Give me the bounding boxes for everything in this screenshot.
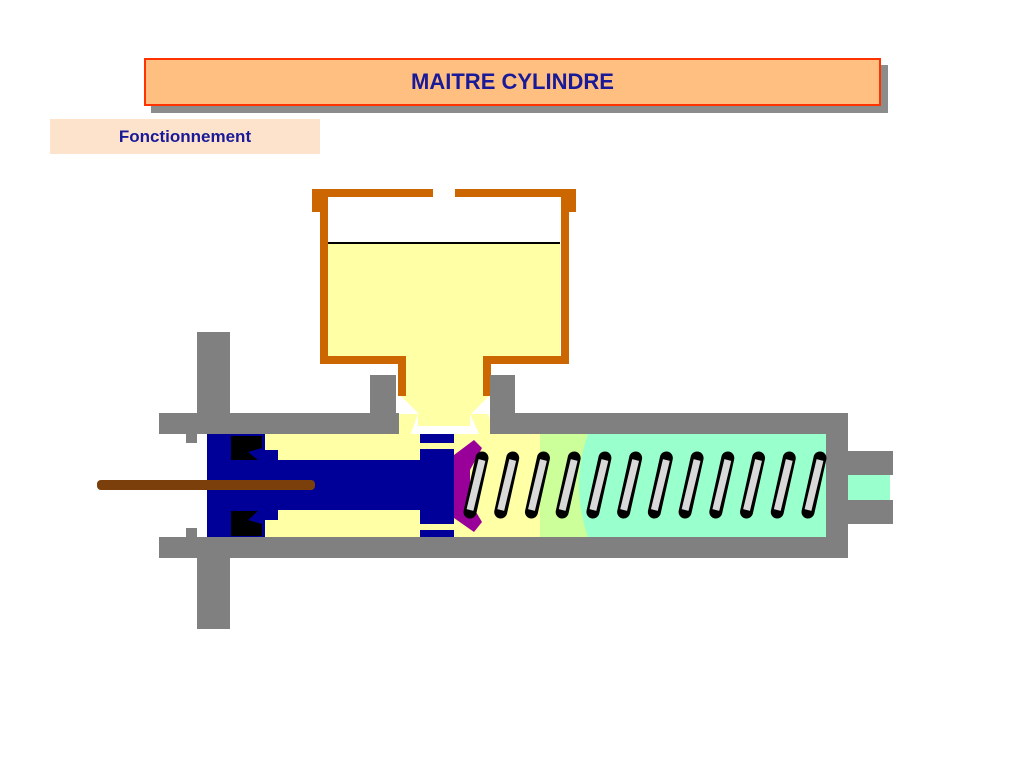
flange-step-lower bbox=[186, 528, 197, 541]
spring-coil bbox=[494, 451, 520, 519]
outlet-fitting-top bbox=[826, 451, 893, 475]
page-title: MAITRE CYLINDRE bbox=[411, 69, 614, 94]
spring-coil bbox=[524, 451, 550, 519]
page-subtitle: Fonctionnement bbox=[118, 126, 252, 146]
spring-coil bbox=[586, 451, 612, 519]
secondary-seal-top bbox=[231, 436, 262, 460]
spring-coil bbox=[801, 451, 827, 519]
spring-coil bbox=[555, 451, 581, 519]
secondary-seal-bottom bbox=[231, 511, 262, 536]
mounting-flange-lower bbox=[197, 537, 230, 629]
reservoir-boss-right bbox=[490, 375, 515, 415]
spring-coil bbox=[770, 451, 796, 519]
outlet-fitting-bottom bbox=[826, 500, 893, 524]
spring-coil bbox=[463, 451, 489, 519]
flange-step-upper bbox=[186, 430, 197, 443]
spring-coil bbox=[709, 451, 735, 519]
reservoir-boss-left bbox=[370, 375, 396, 415]
feed-channel-right bbox=[470, 414, 496, 436]
spring-coil bbox=[678, 451, 704, 519]
piston-hole-top bbox=[420, 443, 454, 449]
cylinder-body-bottom bbox=[159, 537, 848, 558]
cylinder-body-top-right bbox=[490, 413, 848, 434]
spring-coil bbox=[617, 451, 643, 519]
reservoir-fluid bbox=[328, 242, 560, 356]
primary-cup bbox=[454, 440, 482, 532]
return-spring bbox=[463, 451, 827, 519]
cylinder-end-cap bbox=[826, 413, 848, 558]
piston-hole-bottom bbox=[420, 524, 454, 530]
piston-head bbox=[420, 434, 454, 537]
reservoir-neck-fluid bbox=[400, 356, 490, 415]
mounting-flange-upper bbox=[197, 332, 230, 434]
push-rod bbox=[97, 480, 315, 490]
feed-channel-bridge bbox=[418, 414, 470, 426]
spring-coil bbox=[647, 451, 673, 519]
feed-channel-left bbox=[394, 414, 418, 436]
subtitle-banner: Fonctionnement bbox=[50, 119, 320, 154]
reservoir-wall bbox=[312, 189, 576, 396]
title-banner: MAITRE CYLINDRE bbox=[144, 58, 881, 106]
spring-coil bbox=[740, 451, 766, 519]
